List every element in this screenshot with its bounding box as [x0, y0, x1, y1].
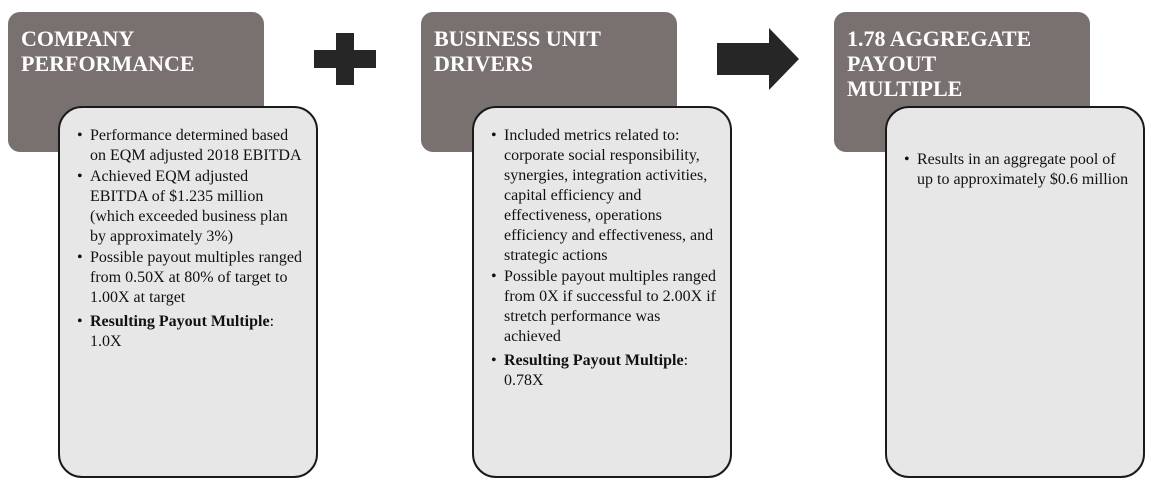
business-unit-drivers-details: Included metrics related to: corporate s… [472, 106, 732, 478]
bullet-item: Possible payout multiples ranged from 0X… [488, 267, 718, 347]
result-label: Resulting Payout Multiple [504, 352, 684, 369]
bullet-item: Performance determined based on EQM adju… [74, 126, 302, 166]
header-line: PAYOUT [847, 51, 937, 76]
result-bullet: Resulting Payout Multiple: 1.0X [74, 312, 302, 352]
result-label: Resulting Payout Multiple [90, 313, 270, 330]
header-line: COMPANY [21, 26, 135, 51]
arrow-shape [717, 28, 799, 90]
result-value: : 0.78X [504, 352, 689, 389]
bullet-list: Included metrics related to: corporate s… [488, 126, 718, 391]
header-line: PERFORMANCE [21, 51, 195, 76]
result-bullet: Resulting Payout Multiple: 0.78X [488, 351, 718, 391]
plus-icon [314, 33, 376, 85]
bullet-item: Possible payout multiples ranged from 0.… [74, 248, 302, 308]
bullet-item: Included metrics related to: corporate s… [488, 126, 718, 266]
header-line: MULTIPLE [847, 76, 963, 101]
bullet-list: Results in an aggregate pool of up to ap… [901, 150, 1131, 190]
result-value: : 1.0X [90, 313, 275, 350]
right-arrow-icon [717, 28, 799, 90]
header-line: 1.78 AGGREGATE [847, 26, 1032, 51]
bullet-list: Performance determined based on EQM adju… [74, 126, 302, 352]
plus-shape [314, 33, 376, 85]
company-performance-details: Performance determined based on EQM adju… [58, 106, 318, 478]
bullet-item: Achieved EQM adjusted EBITDA of $1.235 m… [74, 167, 302, 247]
header-line: BUSINESS UNIT [434, 26, 601, 51]
aggregate-payout-details: Results in an aggregate pool of up to ap… [885, 106, 1145, 478]
bullet-item: Results in an aggregate pool of up to ap… [901, 150, 1131, 190]
header-line: DRIVERS [434, 51, 534, 76]
